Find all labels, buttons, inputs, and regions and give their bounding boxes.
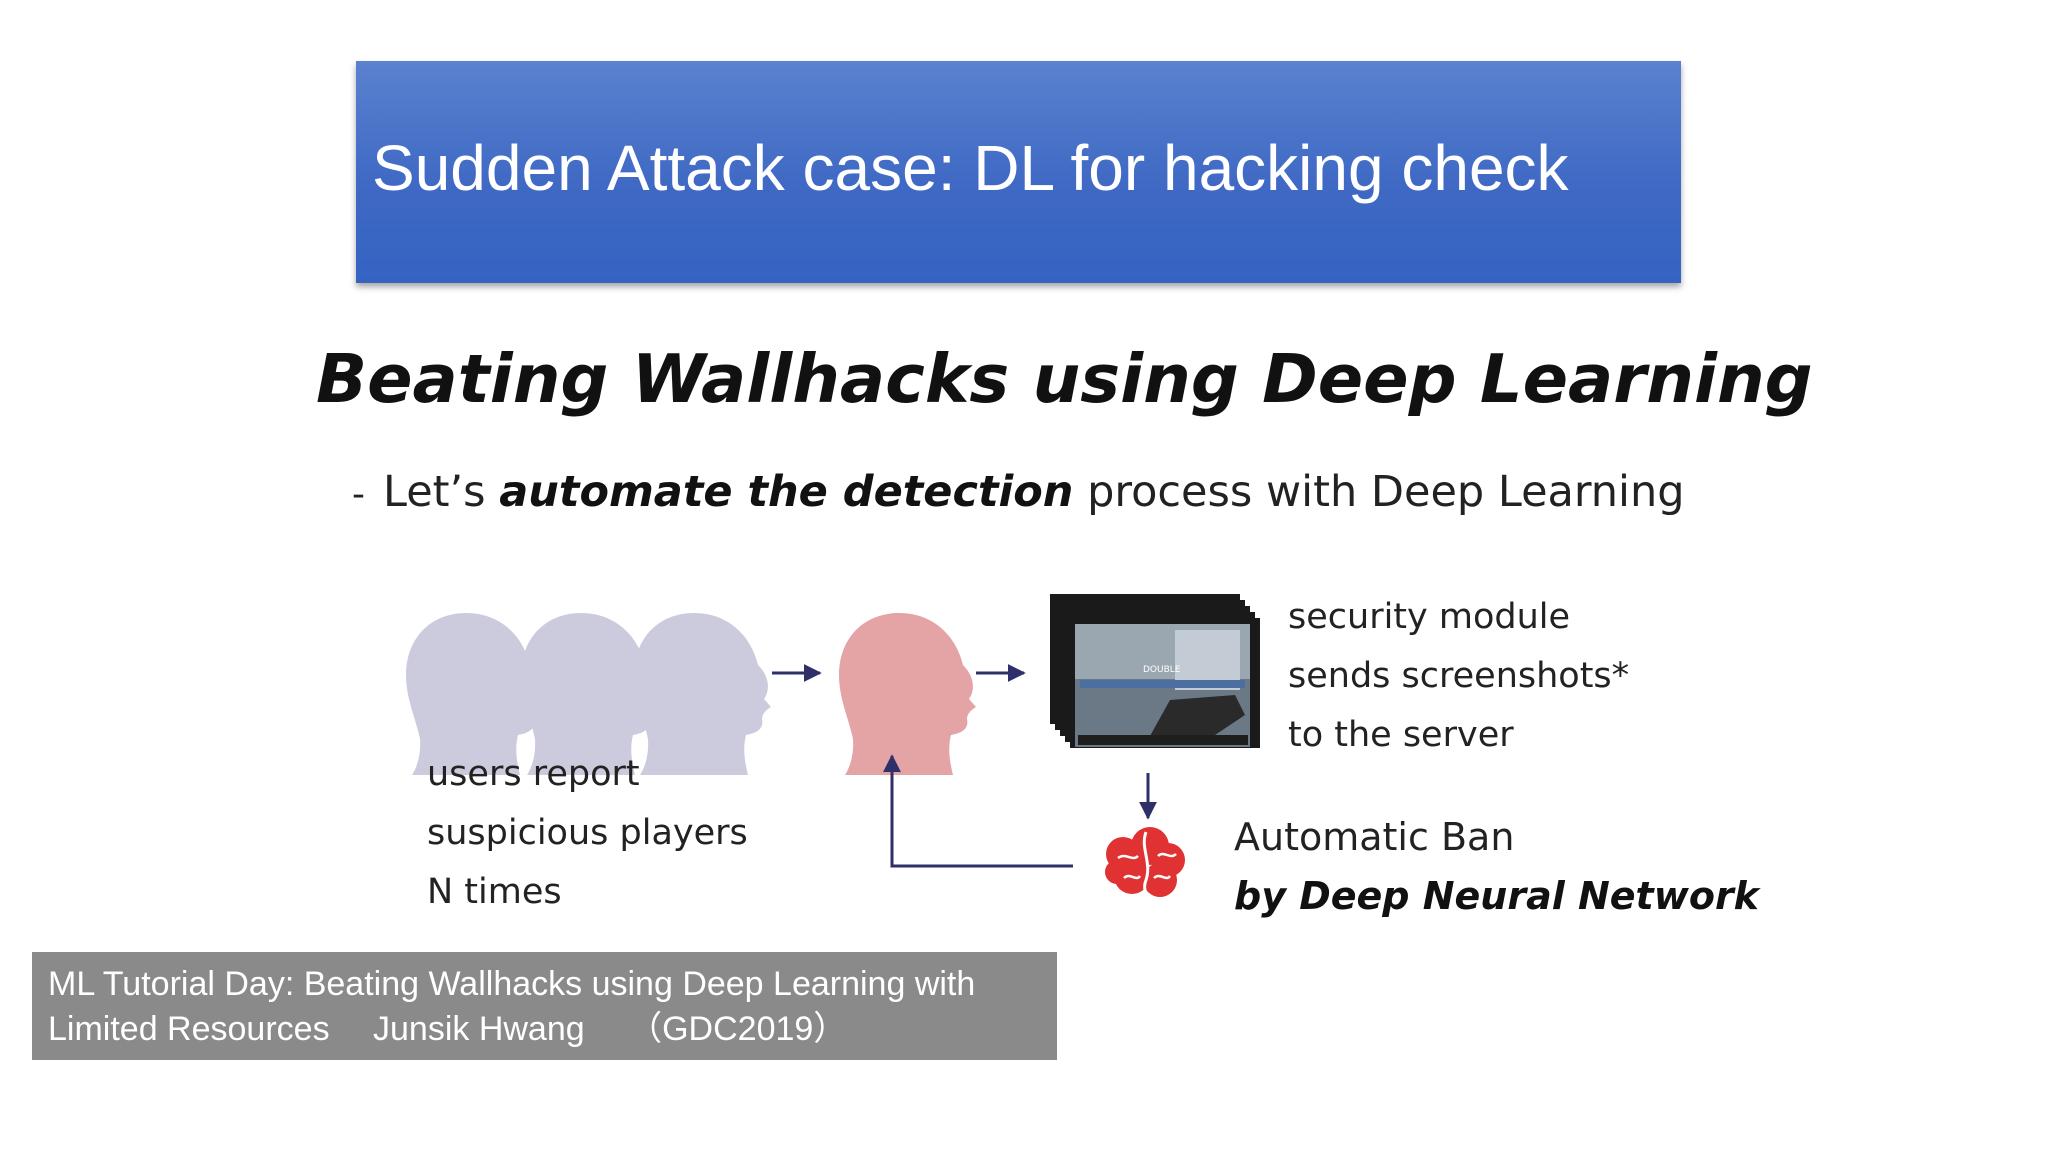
- subtitle-suffix: process with Deep Learning: [1087, 467, 1685, 517]
- caption-line1: ML Tutorial Day: Beating Wallhacks using…: [48, 965, 976, 1003]
- brain-icon: [1105, 827, 1185, 898]
- screenshot-text: DOUBLE: [1143, 665, 1181, 675]
- security-module-label: security module sends screenshots* to th…: [1288, 588, 1629, 765]
- security-label-line: security module: [1288, 597, 1571, 637]
- slide-title: Sudden Attack case: DL for hacking check: [372, 132, 1569, 204]
- users-label-line: users report: [427, 754, 640, 794]
- source-caption: ML Tutorial Day: Beating Wallhacks using…: [32, 952, 1057, 1060]
- users-label-line: N times: [427, 872, 562, 912]
- security-label-line: to the server: [1288, 715, 1514, 755]
- slide-heading: Beating Wallhacks using Deep Learning: [316, 340, 1813, 418]
- suspect-head-icon: [839, 613, 976, 775]
- security-label-line: sends screenshots*: [1288, 656, 1630, 696]
- title-banner: Sudden Attack case: DL for hacking check: [356, 61, 1681, 283]
- users-report-label: users report suspicious players N times: [427, 745, 748, 922]
- users-label-line: suspicious players: [427, 813, 748, 853]
- ban-label-line2: by Deep Neural Network: [1234, 874, 1759, 918]
- automatic-ban-label: Automatic Ban by Deep Neural Network: [1234, 808, 1759, 926]
- subtitle-emphasis: automate the detection: [499, 467, 1074, 517]
- ban-label-line1: Automatic Ban: [1234, 815, 1515, 859]
- screenshot-stack-icon: DOUBLE: [1050, 594, 1260, 748]
- slide-subtitle: -Let’s automate the detection process wi…: [352, 467, 1685, 517]
- feedback-arrow: [883, 754, 1073, 868]
- caption-line2: Limited Resources Junsik Hwang （GDC2019）: [48, 1010, 848, 1048]
- bullet-dash: -: [352, 474, 365, 515]
- subtitle-prefix: Let’s: [383, 467, 486, 517]
